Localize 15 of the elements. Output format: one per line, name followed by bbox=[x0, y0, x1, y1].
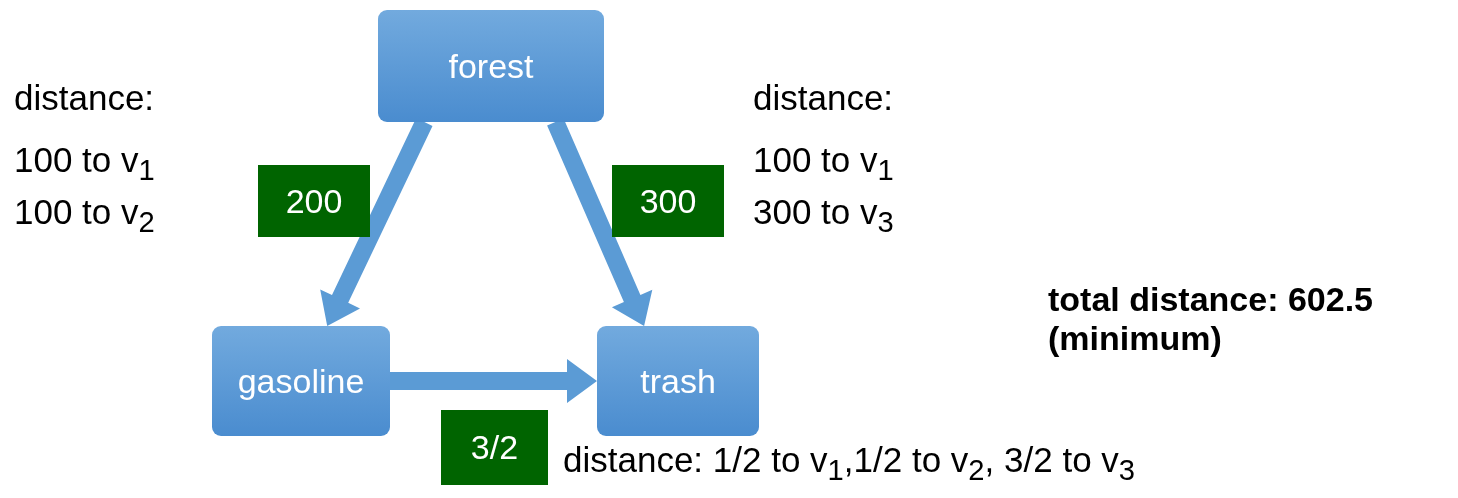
distance-note: 300 to v$_{3}$ bbox=[753, 192, 894, 239]
distance-note: distance: bbox=[14, 78, 155, 118]
arrow bbox=[390, 359, 597, 403]
distance-note: 100 to v$_{1}$ bbox=[753, 140, 894, 187]
distance-note: 100 to v$_{2}$ bbox=[14, 192, 155, 239]
distance-note: distance: 1/2 to v$_{1}$,1/2 to v$_{2}$, 3/2 to v$_{3}$ bbox=[563, 440, 1136, 487]
process-box: forest bbox=[378, 10, 604, 122]
process-box: trash bbox=[597, 326, 759, 436]
edge-label: 3/2 bbox=[441, 410, 548, 485]
distance-note: 100 to v$_{1}$ bbox=[14, 140, 155, 187]
distance-note: total distance: 602.5 (minimum) bbox=[1048, 280, 1374, 358]
edge-label: 300 bbox=[612, 165, 724, 237]
process-box: gasoline bbox=[212, 326, 390, 436]
distance-note: distance: bbox=[753, 78, 894, 118]
edge-label: 200 bbox=[258, 165, 370, 237]
